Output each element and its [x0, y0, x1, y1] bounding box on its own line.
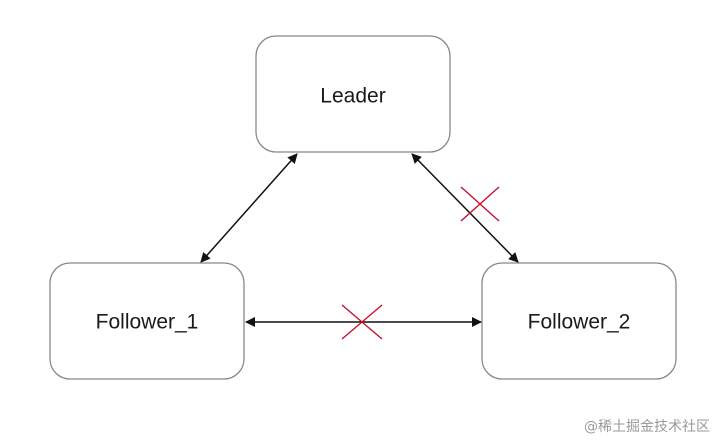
- node-follower-2-box: [481, 262, 677, 380]
- broken-link-mark-leader-follower-2: [460, 186, 500, 222]
- node-follower-2: Follower_2: [481, 262, 677, 380]
- watermark: @稀土掘金技术社区: [584, 419, 710, 435]
- node-follower-1-box: [49, 262, 245, 380]
- node-follower-1-label: Follower_1: [96, 311, 199, 334]
- edge-leader-follower-1: [200, 153, 298, 263]
- node-follower-1: Follower_1: [49, 262, 245, 380]
- node-follower-2-label: Follower_2: [528, 311, 631, 334]
- node-leader-box: [255, 35, 451, 153]
- broken-link-mark-follower-1-follower-2: [341, 304, 383, 340]
- node-leader-label: Leader: [320, 85, 385, 108]
- edge-leader-follower-2: [411, 153, 519, 263]
- node-leader: Leader: [255, 35, 451, 153]
